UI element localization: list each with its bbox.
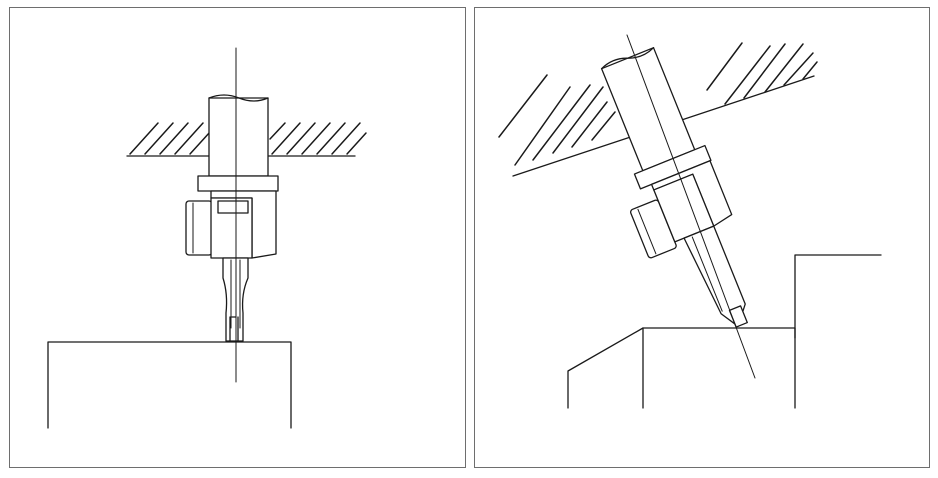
right-axis-line xyxy=(626,34,756,379)
left-workpiece xyxy=(47,341,292,429)
left-diagram xyxy=(47,47,367,429)
left-clamp-screw xyxy=(185,200,213,256)
left-tool-shank xyxy=(208,94,269,177)
right-workpiece xyxy=(567,254,882,409)
left-tool-holder xyxy=(197,175,279,259)
left-fixed-support xyxy=(126,122,367,157)
left-figure-panel xyxy=(9,7,466,468)
right-figure-panel xyxy=(474,7,930,468)
right-tool-assembly xyxy=(600,47,748,328)
right-diagram xyxy=(498,34,882,409)
